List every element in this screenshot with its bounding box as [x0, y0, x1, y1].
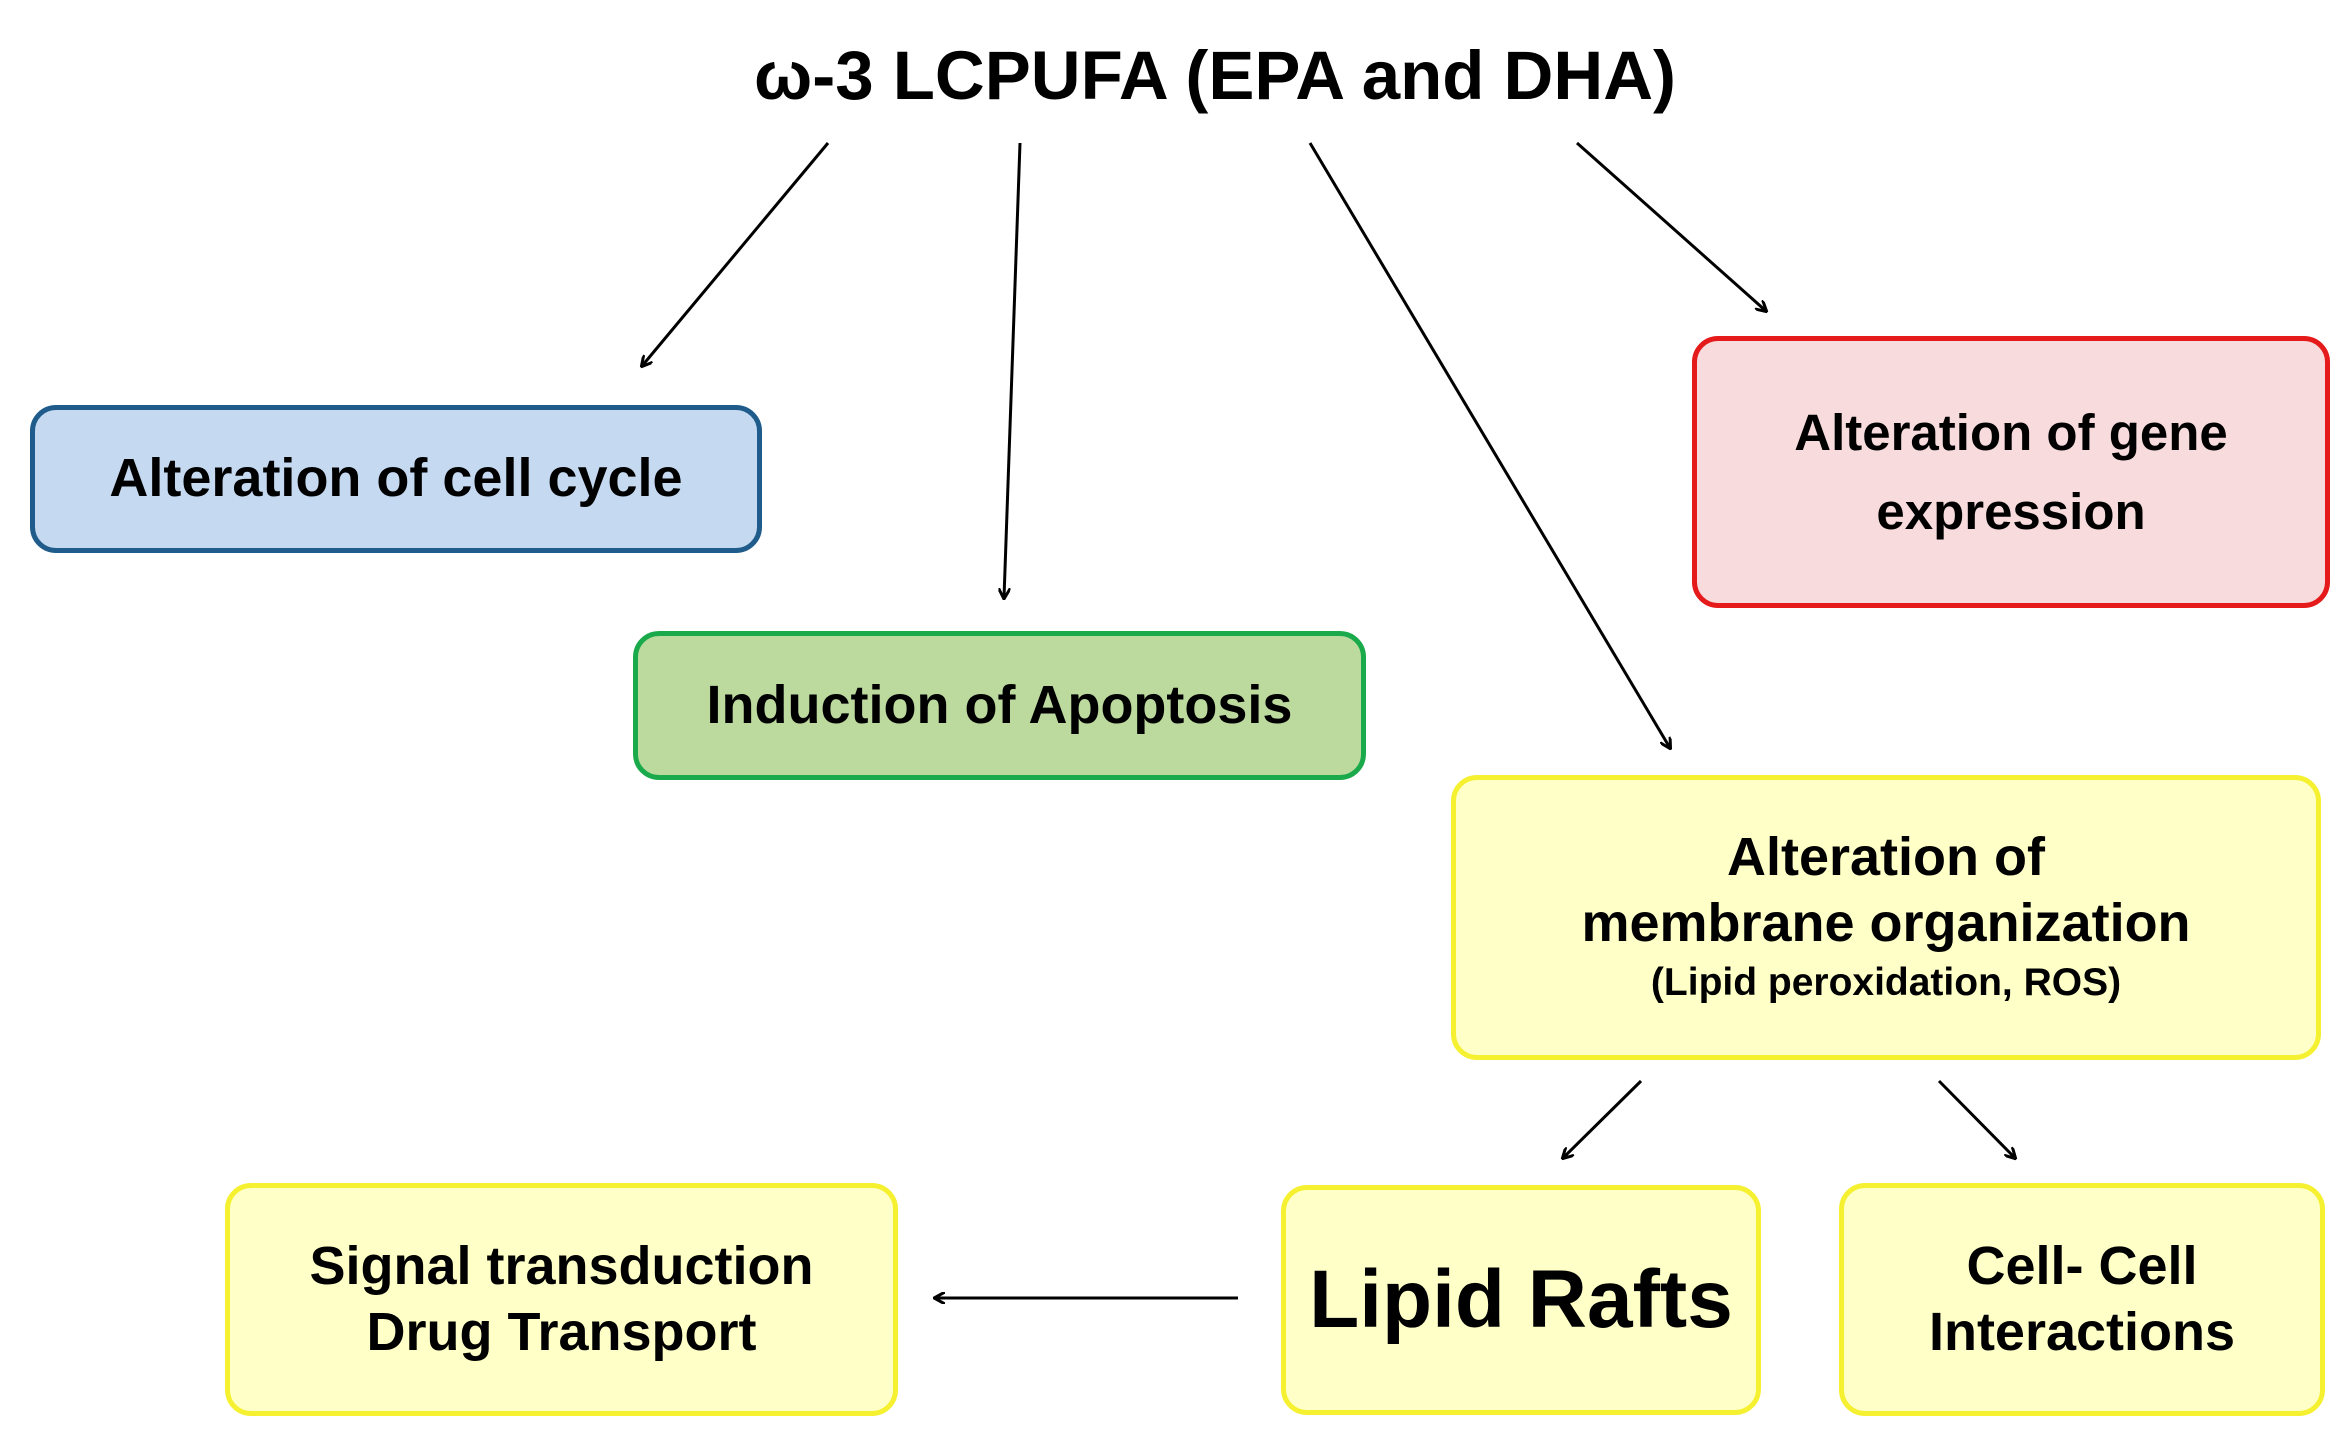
diagram-title: ω-3 LCPUFA (EPA and DHA): [753, 36, 1677, 114]
node-signal-transduction: Signal transduction Drug Transport: [225, 1183, 898, 1416]
node-label-line-2: expression: [1876, 483, 2146, 540]
node-label-line-2: membrane organization: [1581, 893, 2191, 954]
node-label-line-1: Cell- Cell: [1966, 1235, 2198, 1296]
node-label-line-1: Alteration of gene: [1794, 403, 2228, 461]
arrow-to-gene-expression: [1576, 141, 1766, 311]
arrow-to-lipid-rafts: [1563, 1079, 1643, 1158]
node-cell-cycle: Alteration of cell cycle: [30, 405, 762, 553]
node-membrane-organization: Alteration of membrane organization (Lip…: [1451, 775, 2321, 1060]
node-label: Alteration of cell cycle: [109, 448, 683, 509]
arrow-to-membrane: [1308, 142, 1670, 748]
node-gene-expression: Alteration of gene expression: [1692, 336, 2330, 608]
node-label: Lipid Rafts: [1309, 1253, 1733, 1345]
arrow-to-cell-cell: [1937, 1079, 2015, 1158]
arrow-to-apoptosis: [1004, 142, 1022, 598]
node-label-line-2: Interactions: [1928, 1301, 2236, 1362]
node-apoptosis: Induction of Apoptosis: [633, 631, 1366, 780]
node-label-line-1: Alteration of: [1727, 827, 2045, 888]
node-label-line-2: Drug Transport: [366, 1301, 757, 1362]
arrow-to-cell-cycle: [642, 142, 830, 366]
node-note: (Lipid peroxidation, ROS): [1650, 961, 2122, 1005]
node-lipid-rafts: Lipid Rafts: [1281, 1185, 1761, 1415]
node-label: Induction of Apoptosis: [706, 674, 1293, 735]
node-cell-cell-interactions: Cell- Cell Interactions: [1839, 1183, 2325, 1416]
node-label-line-1: Signal transduction: [309, 1235, 814, 1296]
